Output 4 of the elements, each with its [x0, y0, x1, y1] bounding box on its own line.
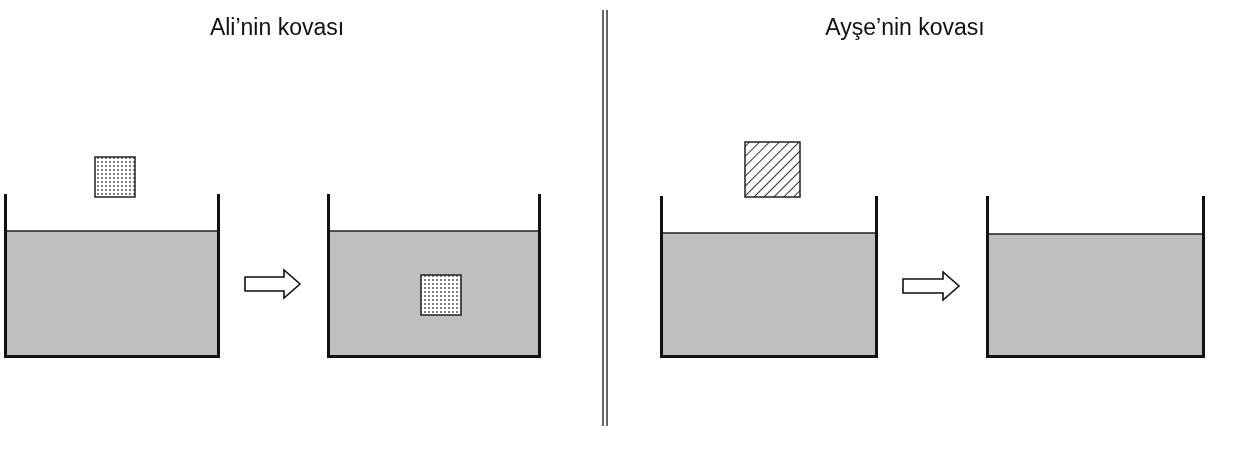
block-arrow [244, 268, 302, 300]
bucket-title: Ayşe’nin kovası [825, 14, 985, 41]
bucket-title: Ali’nin kovası [209, 14, 345, 41]
block-arrow [902, 270, 961, 302]
